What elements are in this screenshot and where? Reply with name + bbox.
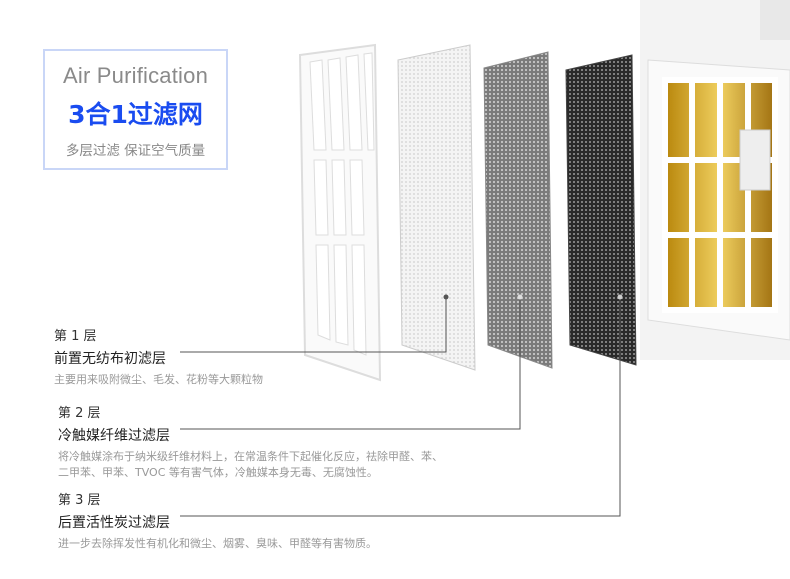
layer-number: 第 2 层 [58,406,101,421]
badge-headline: 3合1过滤网 [68,100,203,129]
callout-lines [180,297,621,517]
layer-3-info: 第 3 层 后置活性炭过滤层 进一步去除挥发性有机化和微尘、烟雾、臭味、甲醛等有… [58,489,377,552]
feature-badge: Air Purification 3合1过滤网 多层过滤 保证空气质量 [43,49,228,170]
layer-2-info: 第 2 层 冷触媒纤维过滤层 将冷触媒涂布于纳米级纤维材料上，在常温条件下起催化… [58,402,443,481]
layer-number: 第 3 层 [58,493,101,508]
layer-title: 冷触媒纤维过滤层 [58,428,170,444]
badge-subtitle: 多层过滤 保证空气质量 [65,143,206,159]
pre-filter-frame [298,43,382,382]
layer-description: 主要用来吸附微尘、毛发、花粉等大颗粒物 [54,373,263,386]
layer-title: 前置无纺布初滤层 [54,351,166,367]
layer-description: 进一步去除挥发性有机化和微尘、烟雾、臭味、甲醛等有害物质。 [58,537,377,550]
callout-dot [517,294,523,300]
purifier-device [640,0,790,360]
callout-dot [443,294,449,300]
badge-english-title: Air Purification [62,63,209,88]
carbon-filter-panel [565,54,637,366]
layer-1-info: 第 1 层 前置无纺布初滤层 主要用来吸附微尘、毛发、花粉等大颗粒物 [54,325,263,388]
layer-description: 将冷触媒涂布于纳米级纤维材料上，在常温条件下起催化反应，祛除甲醛、苯、 二甲苯、… [58,449,443,481]
layer-number: 第 1 层 [54,329,97,344]
callout-dot [617,294,623,300]
layer-title: 后置活性炭过滤层 [58,515,170,531]
description-line: 将冷触媒涂布于纳米级纤维材料上，在常温条件下起催化反应，祛除甲醛、苯、 [58,450,443,463]
nonwoven-filter-panel [397,44,476,371]
cold-catalyst-filter-panel [483,51,553,369]
description-line: 二甲苯、甲苯、TVOC 等有害气体，冷触媒本身无毒、无腐蚀性。 [58,466,378,479]
